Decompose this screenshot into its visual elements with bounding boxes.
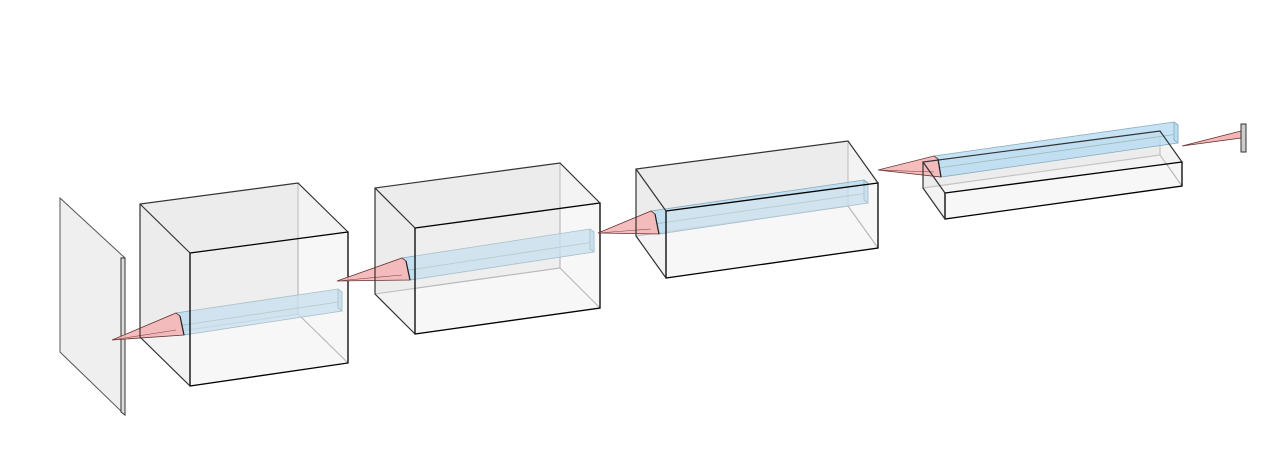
input-layer (59, 196, 126, 417)
kernel-face (405, 260, 411, 281)
feature-bar-end (589, 228, 595, 253)
kernel-face (937, 158, 942, 178)
output-layer (1181, 123, 1247, 153)
kernel-cone-edge (597, 228, 652, 234)
feature-bar-end (863, 179, 869, 204)
volume-edge (139, 203, 191, 254)
volume-edge (374, 187, 416, 229)
volume-left-face (923, 162, 945, 219)
kernel-face (654, 213, 660, 235)
volume-hidden-edge (559, 267, 601, 309)
feature-bar-edge (654, 192, 869, 225)
kernel-cone-edge (877, 169, 935, 173)
volume-front-face (414, 202, 601, 335)
output-vector (1240, 123, 1247, 153)
feature-bar-edge (937, 133, 1179, 169)
output-cone (1181, 130, 1242, 147)
volume-hidden-edge (847, 205, 879, 249)
volume-edge (635, 168, 667, 212)
input-plane (59, 196, 126, 417)
feature-bar-edge (179, 301, 343, 326)
volume-top-face (375, 163, 600, 228)
volume-top-face (636, 141, 878, 211)
volume-left-face (140, 204, 190, 386)
volume-top-face (140, 183, 348, 253)
feature-bar-end (1173, 121, 1179, 144)
kernel-face (179, 315, 185, 336)
volume-front-face (665, 182, 879, 279)
feature-volume-2 (336, 162, 601, 335)
feature-volume-4 (877, 121, 1183, 220)
feature-volume-3 (597, 140, 879, 279)
kernel-cone-edge (336, 274, 403, 282)
feature-bar-end (337, 288, 343, 312)
feature-volume-1 (111, 182, 349, 387)
volume-front-face (189, 231, 349, 387)
volume-front-face (944, 161, 1183, 220)
volume-hidden-edge (297, 313, 349, 364)
feature-bar-edge (405, 241, 595, 271)
kernel-cone-edge (111, 329, 177, 341)
volume-edge (922, 161, 946, 194)
